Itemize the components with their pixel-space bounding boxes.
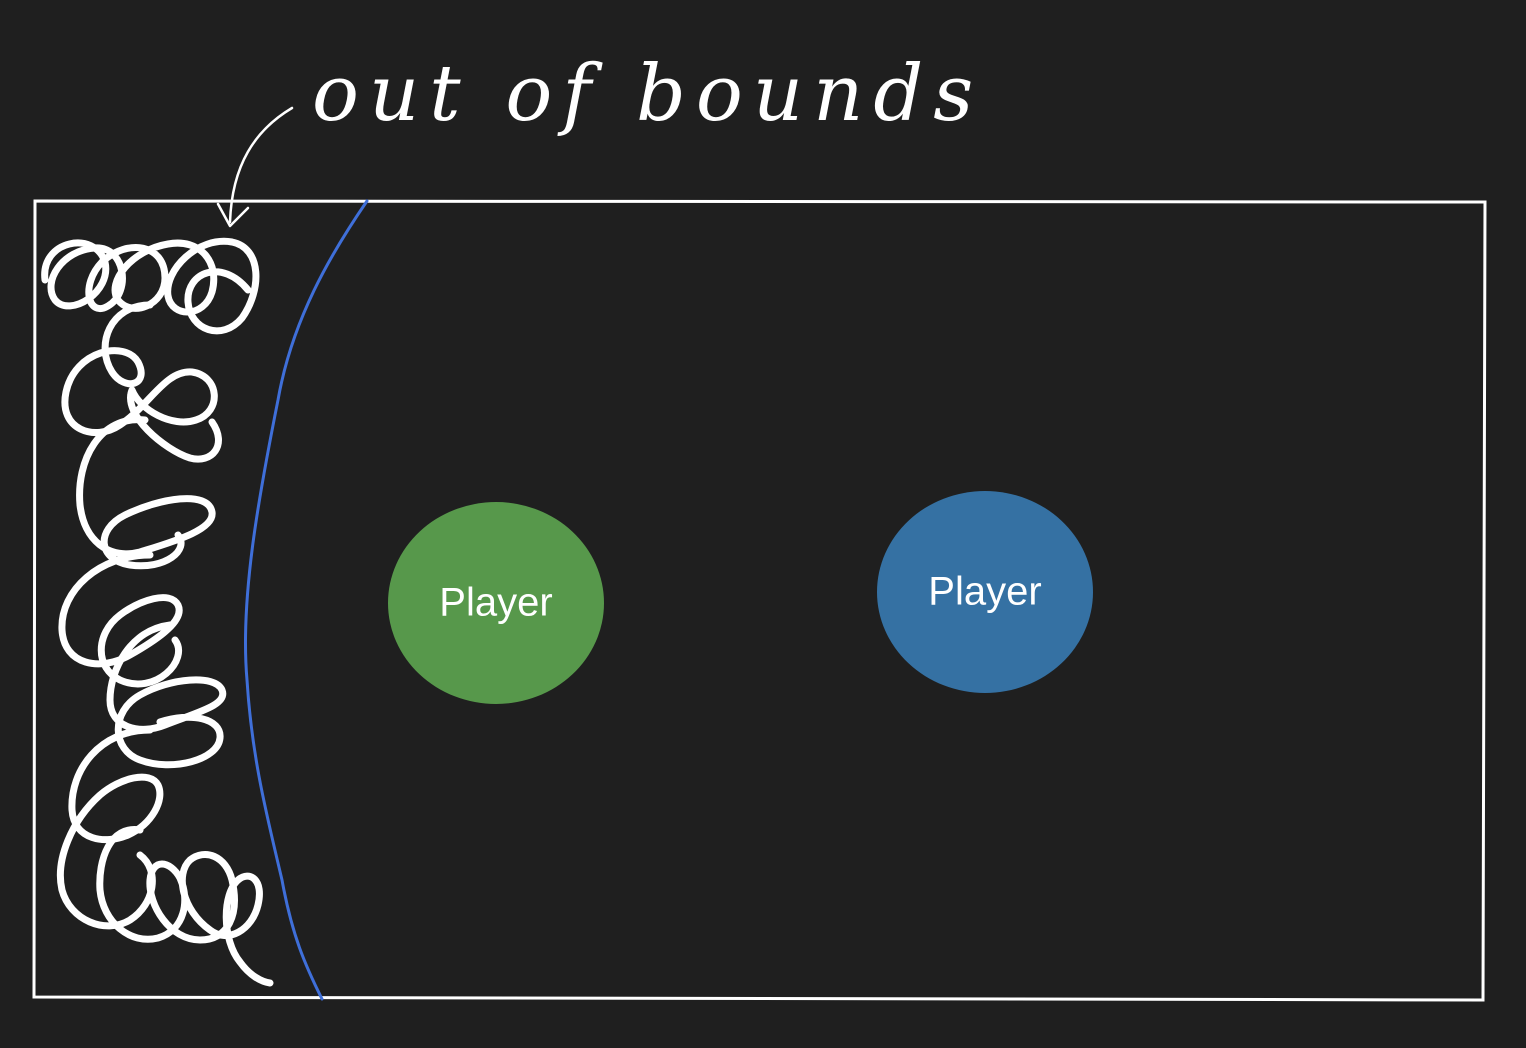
boundary-line bbox=[244, 199, 369, 1001]
player-blue[interactable]: Player bbox=[877, 491, 1093, 693]
out-of-bounds-annotation: out of bounds bbox=[312, 49, 983, 139]
player-green-label: Player bbox=[439, 581, 552, 625]
annotation-arrowhead bbox=[216, 202, 250, 228]
annotation-arrow bbox=[228, 106, 294, 224]
out-of-bounds-scribble bbox=[41, 237, 274, 987]
player-green[interactable]: Player bbox=[388, 502, 604, 704]
player-blue-label: Player bbox=[928, 570, 1041, 614]
player-green-circle bbox=[388, 502, 604, 704]
player-blue-circle bbox=[877, 491, 1093, 693]
playing-field-border bbox=[32, 199, 1487, 1002]
